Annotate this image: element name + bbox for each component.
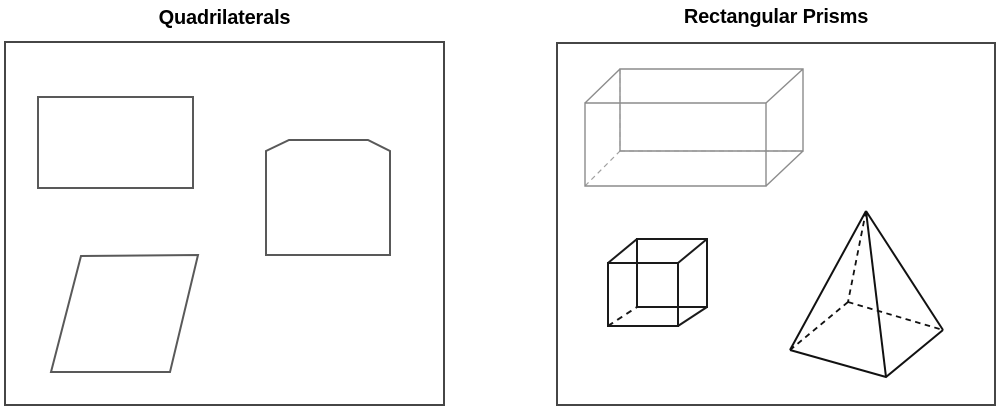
panel-quadrilaterals — [4, 41, 445, 406]
page-title-quadrilaterals: Quadrilaterals — [158, 7, 291, 29]
page-title-prisms: Rectangular Prisms — [683, 6, 869, 28]
panel-prisms — [556, 42, 996, 406]
